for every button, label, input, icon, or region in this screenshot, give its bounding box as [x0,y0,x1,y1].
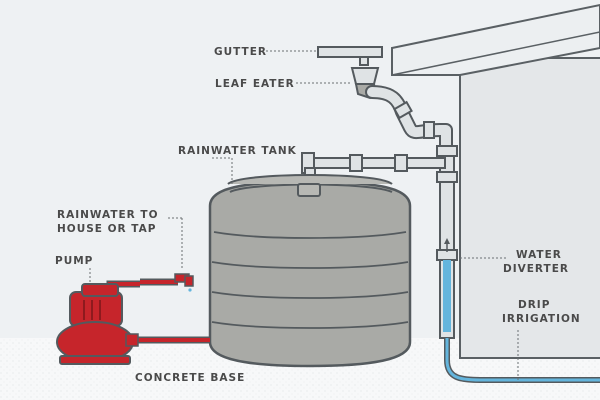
label-drip-irrigation-line1: DRIP [518,299,550,311]
water-diverter [436,145,458,339]
label-rainwater-to-house-line2: HOUSE OR TAP [57,223,156,235]
label-rainwater-to-house-line1: RAINWATER TO [57,209,159,221]
house [391,3,600,359]
tank-lid [297,183,321,197]
label-rainwater-tank: RAINWATER TANK [178,145,297,157]
diverter-water [443,260,451,332]
leader-lines [89,50,519,380]
roof-edge [391,31,600,76]
label-water-diverter-line2: DIVERTER [503,263,569,275]
house-roof [391,3,600,76]
pump [56,280,210,365]
label-concrete-base: CONCRETE BASE [135,372,245,384]
gutter [317,46,383,66]
label-leaf-eater: LEAF EATER [215,78,295,90]
label-water-diverter-line1: WATER [516,249,562,261]
house-tap [140,273,194,292]
label-drip-irrigation-line2: IRRIGATION [502,313,581,325]
label-gutter: GUTTER [214,46,267,58]
label-pump: PUMP [55,255,93,267]
house-wall [459,57,600,359]
downpipe [365,85,453,157]
rainwater-tank [208,174,412,368]
